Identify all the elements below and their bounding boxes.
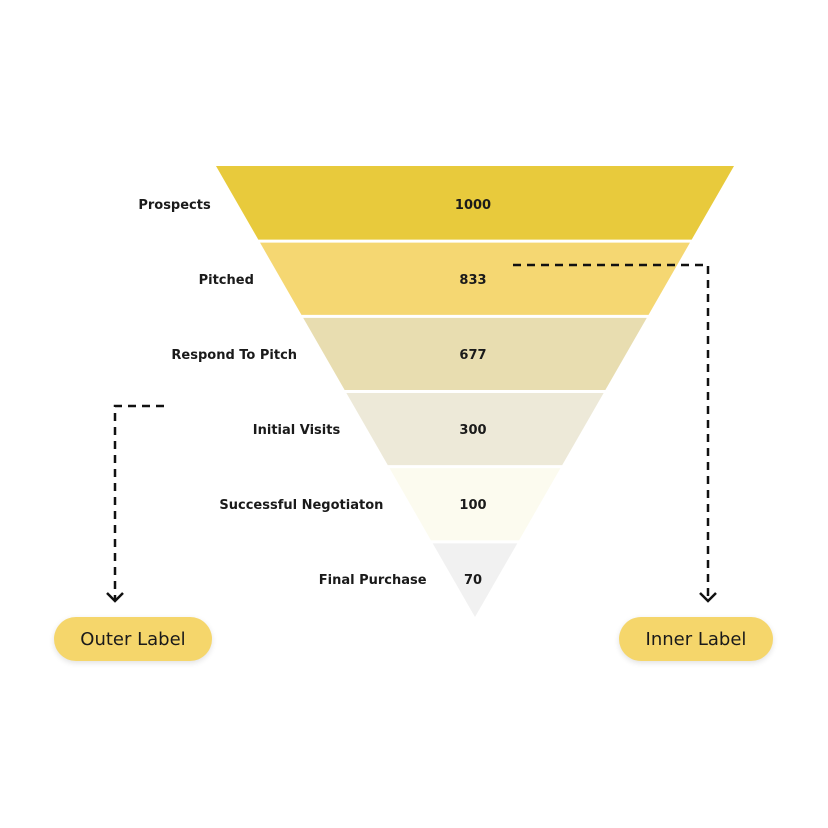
funnel-segment-6 bbox=[432, 543, 518, 617]
funnel-label-2: Pitched bbox=[198, 272, 254, 288]
outer-label-pill: Outer Label bbox=[54, 617, 212, 661]
funnel-label-4: Initial Visits bbox=[252, 423, 341, 439]
funnel-label-3: Respond To Pitch bbox=[171, 347, 298, 363]
funnel-value-3: 677 bbox=[459, 347, 487, 363]
funnel-value-1: 1000 bbox=[454, 197, 492, 213]
funnel-segment-2 bbox=[260, 242, 690, 315]
funnel-label-1: Prospects bbox=[138, 197, 211, 213]
funnel-label-5: Successful Negotiaton bbox=[219, 498, 384, 514]
funnel-value-6: 70 bbox=[463, 573, 483, 589]
outer-label-arrow-icon bbox=[106, 592, 124, 603]
funnel-segment-3 bbox=[303, 317, 647, 390]
outer-label-connector bbox=[113, 404, 164, 600]
funnel-value-5: 100 bbox=[459, 498, 487, 514]
funnel-value-4: 300 bbox=[459, 423, 487, 439]
funnel-value-2: 833 bbox=[459, 272, 487, 288]
funnel-segment-5 bbox=[389, 468, 561, 541]
inner-label-pill: Inner Label bbox=[619, 617, 773, 661]
funnel-segment-4 bbox=[346, 393, 604, 466]
funnel-label-6: Final Purchase bbox=[318, 573, 427, 589]
inner-label-text: Inner Label bbox=[645, 628, 747, 650]
inner-label-arrow-icon bbox=[699, 592, 717, 603]
outer-label-text: Outer Label bbox=[80, 628, 186, 650]
funnel-segment-1 bbox=[216, 166, 734, 240]
